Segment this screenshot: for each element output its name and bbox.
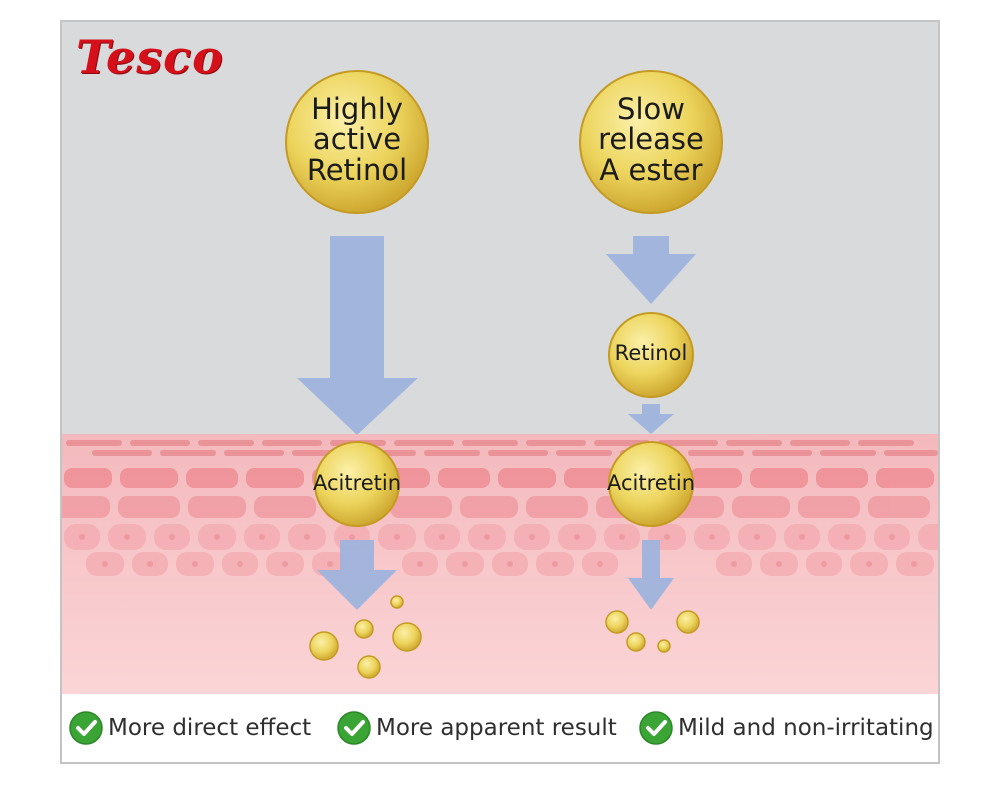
benefit-label: More direct effect	[108, 715, 312, 741]
arrow-right-2	[628, 404, 674, 434]
capsule-retinol	[608, 312, 694, 398]
benefit-item: Mild and non-irritating	[638, 694, 934, 762]
capsule-highly-active-retinol	[285, 70, 429, 214]
skin-diagram	[62, 70, 938, 694]
particles	[309, 595, 700, 679]
check-circle-icon	[639, 711, 673, 745]
particle	[392, 622, 422, 652]
benefits-bar: More direct effect More apparent result …	[62, 694, 938, 762]
brand-logo: Tesco	[76, 30, 224, 84]
particle	[354, 619, 374, 639]
label-acitretin-right: Acitretin	[606, 471, 696, 495]
arrow-left-large	[297, 236, 418, 435]
check-circle-icon	[337, 711, 371, 745]
arrows	[297, 236, 696, 610]
skin-layers	[62, 434, 938, 694]
particle	[357, 655, 381, 679]
particle	[657, 639, 671, 653]
particle	[676, 610, 700, 634]
particle	[626, 632, 646, 652]
particle	[605, 610, 629, 634]
label-highly-active-retinol: Highly active Retinol	[306, 92, 408, 187]
diagram-frame: Highly active Retinol Slow release A est…	[60, 20, 940, 764]
benefit-label: Mild and non-irritating	[678, 715, 934, 741]
check-circle-icon	[69, 711, 103, 745]
cell-row-3	[64, 524, 938, 576]
capsules	[285, 70, 723, 527]
benefit-item: More apparent result	[336, 694, 617, 762]
benefit-label: More apparent result	[376, 715, 617, 741]
arrow-left-lower	[317, 540, 397, 610]
label-retinol: Retinol	[614, 341, 688, 365]
arrow-right-1	[606, 236, 696, 304]
capsule-acitretin-right	[608, 441, 694, 527]
arrow-right-lower	[628, 540, 674, 610]
particle	[390, 595, 404, 609]
label-acitretin-left: Acitretin	[312, 471, 402, 495]
label-slow-release-ester: Slow release A ester	[598, 92, 704, 187]
background-area	[62, 22, 938, 434]
capsule-acitretin-left	[314, 441, 400, 527]
benefit-item: More direct effect	[68, 694, 311, 762]
particle	[309, 631, 339, 661]
capsule-slow-release-ester	[579, 70, 723, 214]
